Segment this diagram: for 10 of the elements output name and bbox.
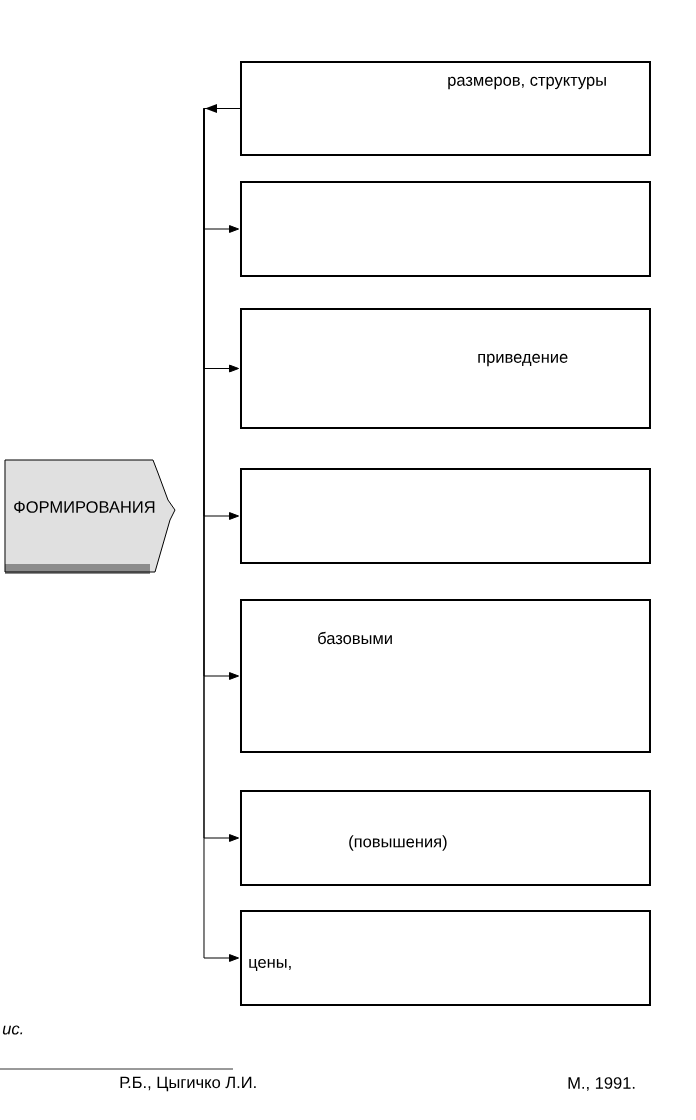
process-box: размеров, структуры — [240, 61, 651, 156]
note-text: ис. — [2, 1025, 23, 1035]
process-box: базовыми — [240, 599, 651, 753]
process-box: приведение — [240, 308, 651, 429]
process-box: цены, — [240, 910, 651, 1006]
note-text: Р.Б., Цыгичко Л.И. — [120, 1076, 256, 1092]
note-text: М., 1991. — [568, 1077, 635, 1091]
empty-box — [240, 181, 651, 277]
empty-box — [240, 468, 651, 564]
process-box: (повышения) — [240, 790, 651, 886]
